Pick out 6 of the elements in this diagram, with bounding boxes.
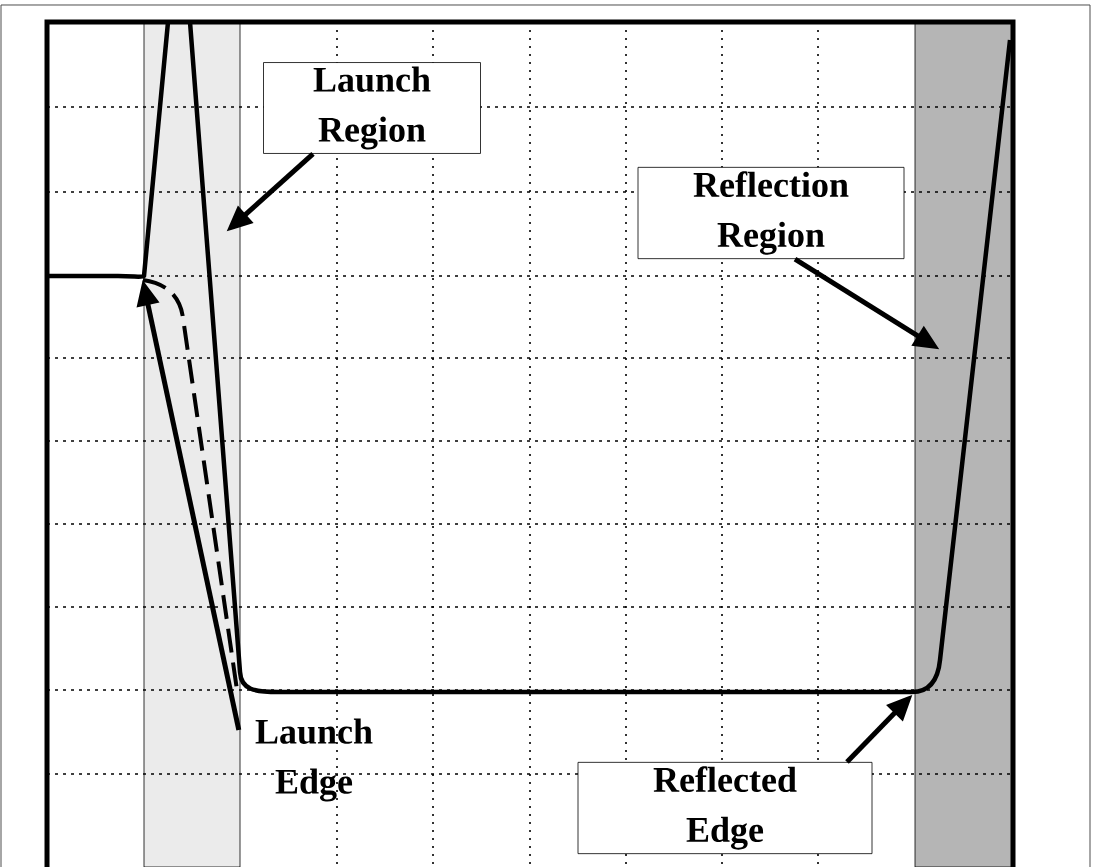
shaded-band bbox=[914, 21, 1014, 867]
label-box: Reflection Region bbox=[637, 166, 905, 260]
callout-text: Launch Edge bbox=[255, 718, 373, 802]
label-box: Launch Region bbox=[263, 62, 481, 154]
shaded-band bbox=[143, 21, 241, 867]
label-box: Reflected Edge bbox=[577, 761, 873, 855]
